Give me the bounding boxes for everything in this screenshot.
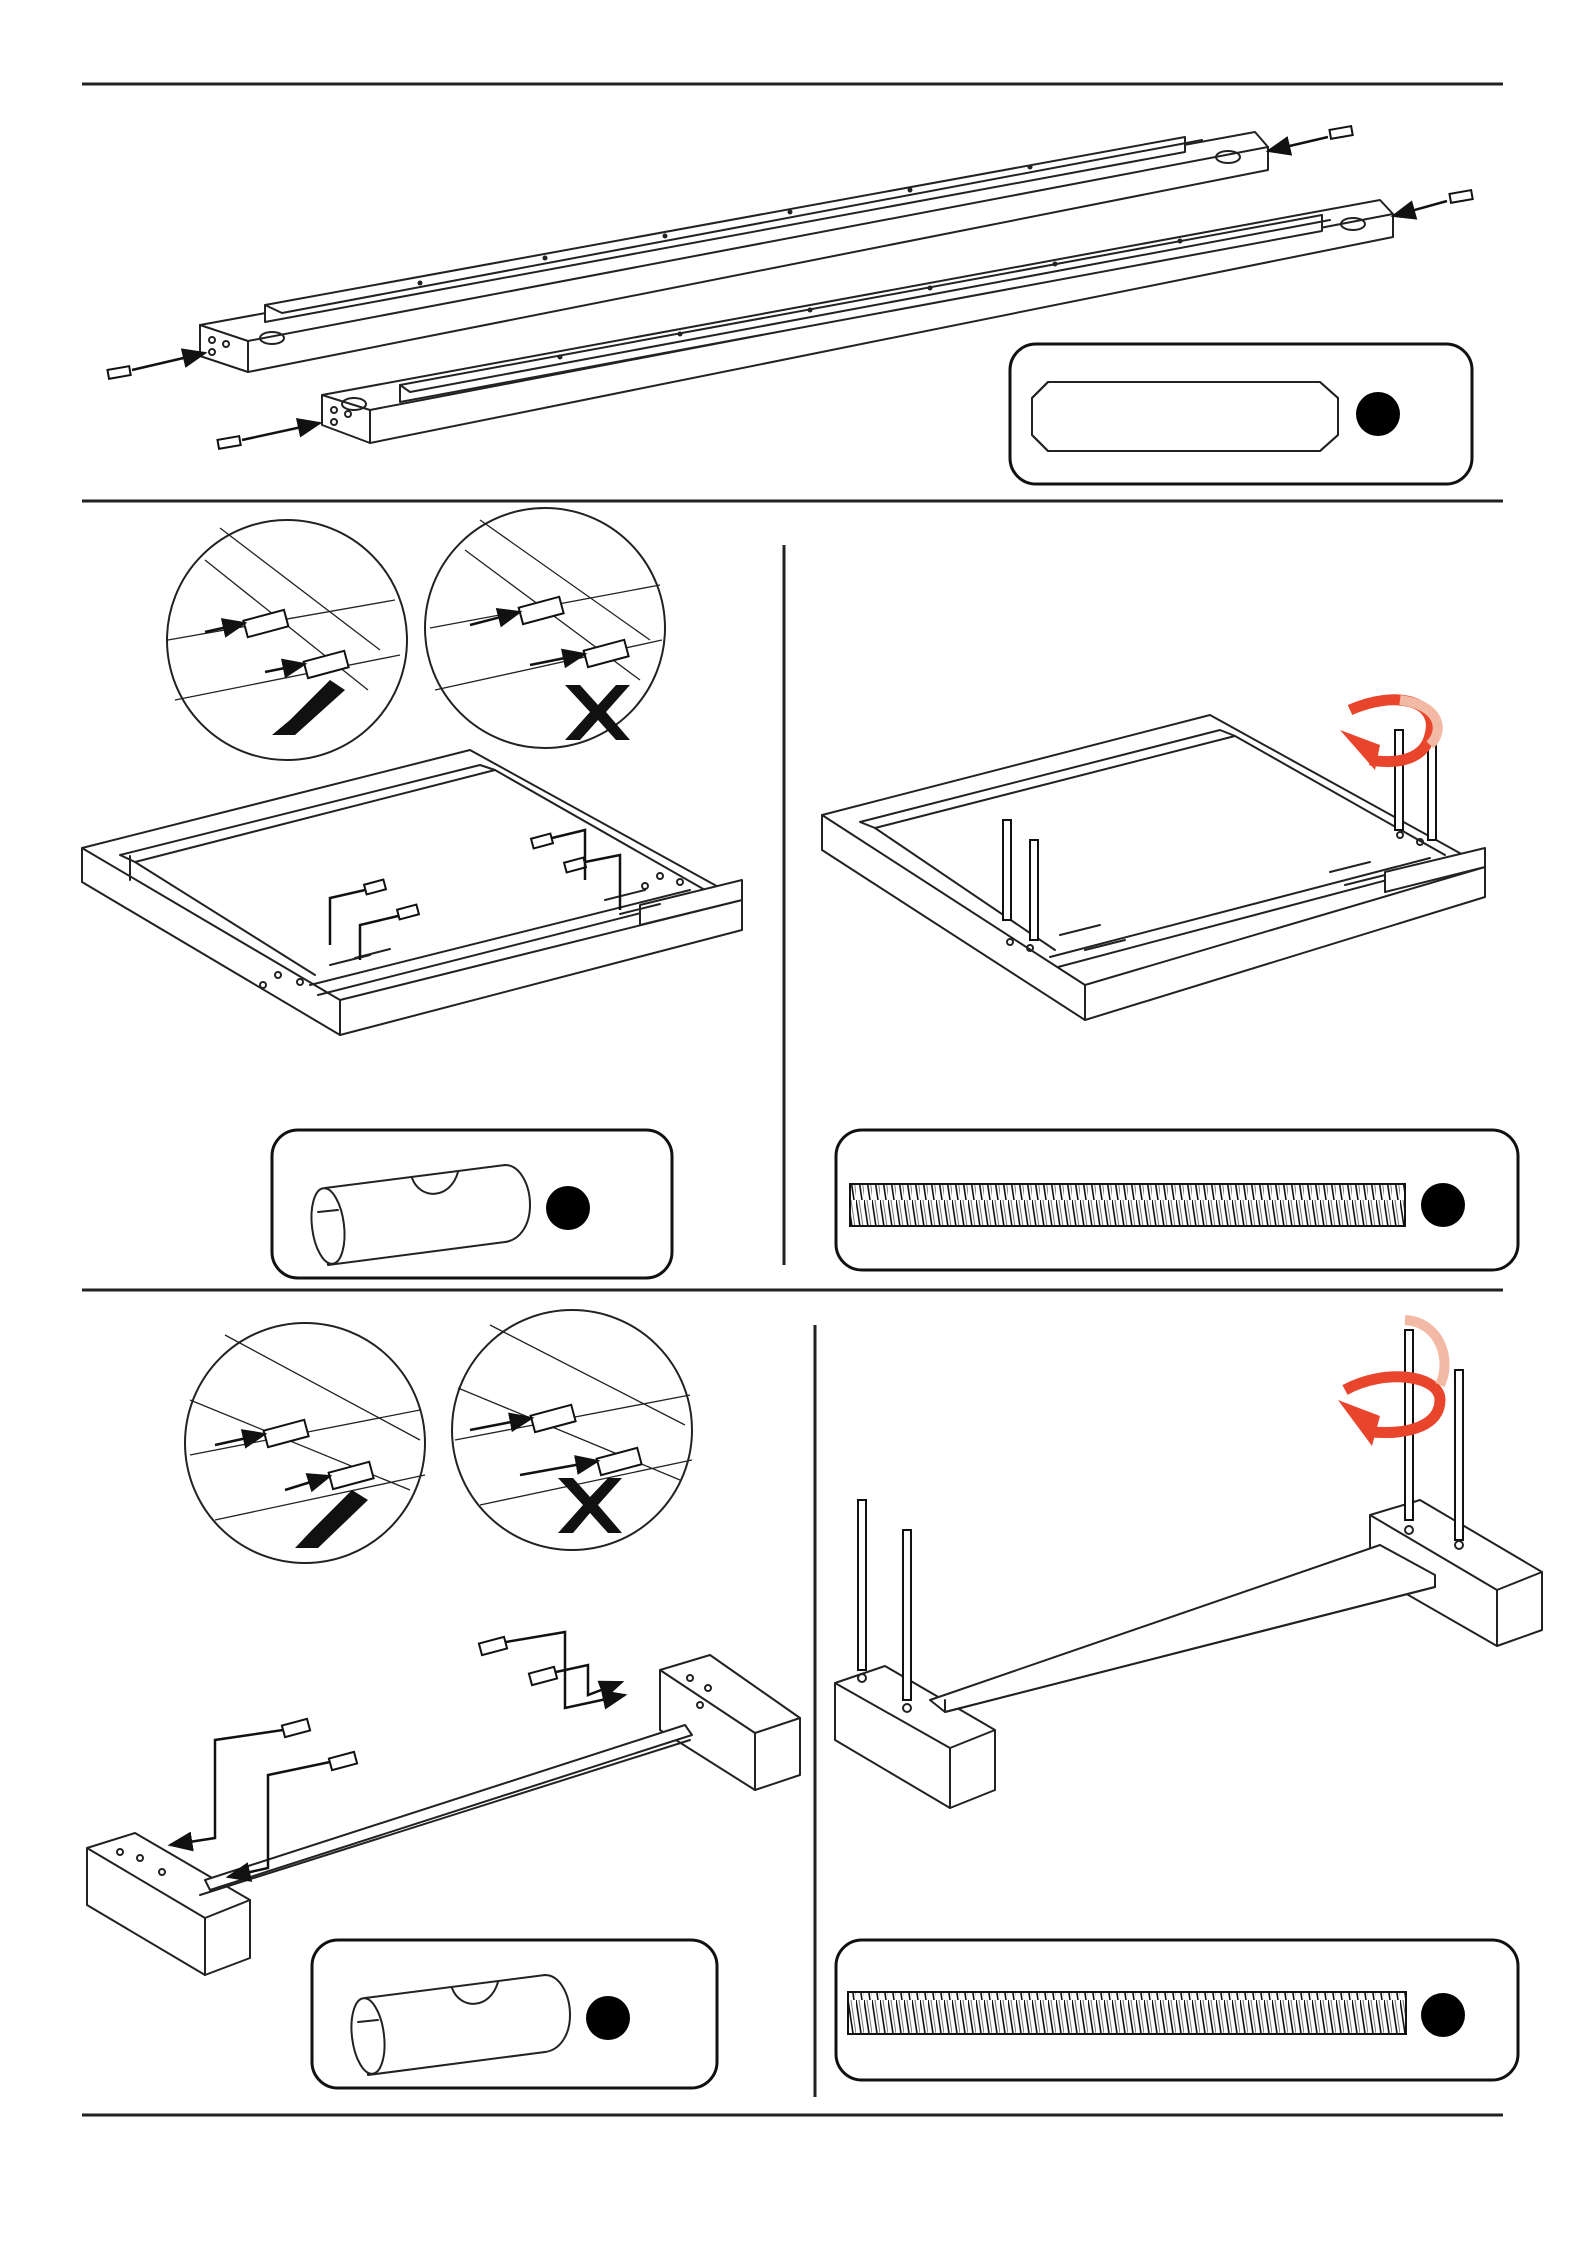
part-box-wooden-dowel [1010,344,1472,484]
part-marker [1356,392,1400,436]
callout-incorrect [425,508,665,748]
part-box-threaded-rod-1 [836,1130,1518,1270]
leg-left [87,1833,250,1975]
frame-top [82,750,742,1035]
part-box-barrel-nut-1 [272,1130,672,1278]
step-2-illustration [82,508,742,1278]
part-marker [546,1186,590,1230]
long-rail-step5 [930,1545,1435,1712]
barrel-nut-leaders-2 [170,1632,625,1877]
part-marker [1421,1993,1465,2037]
cross-icon [565,685,630,740]
clockwise-arrow-icon [1338,1320,1445,1446]
step-4-illustration [87,1310,800,2088]
part-box-barrel-nut-2 [312,1940,717,2088]
callout-incorrect-2 [452,1310,692,1550]
step-1-illustration [107,126,1472,484]
part-box-threaded-rod-2 [836,1940,1518,2080]
step-3-illustration [822,700,1518,1270]
part-marker [586,1996,630,2040]
callout-correct [167,520,407,760]
check-icon [295,1490,368,1548]
leg-right [660,1655,800,1790]
clockwise-arrow-icon [1340,700,1438,770]
long-rail-step4 [200,1725,692,1895]
step-5-illustration [835,1320,1542,2080]
cross-icon [558,1478,622,1533]
check-icon [272,680,345,735]
callout-correct-2 [185,1323,425,1563]
part-marker [1421,1183,1465,1227]
